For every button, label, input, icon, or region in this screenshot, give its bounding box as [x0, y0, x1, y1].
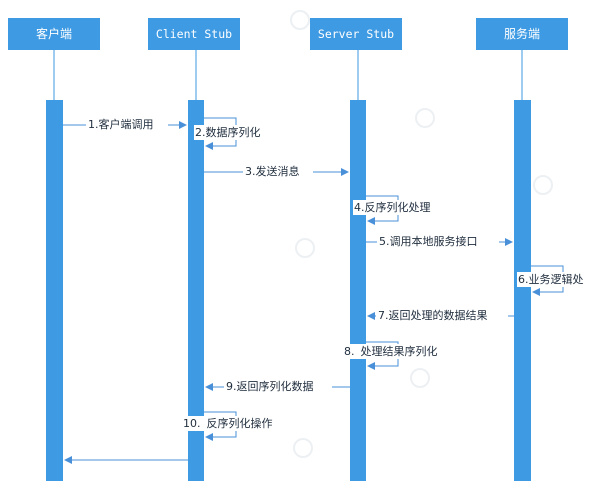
message-10: 10.反序列化操作: [182, 411, 286, 441]
message-1-text: 1.客户端调用: [88, 117, 154, 131]
message-5-text: 5.调用本地服务接口: [379, 234, 478, 248]
message-2-text: 2.数据序列化: [195, 125, 261, 139]
message-8-text: 8.处理结果序列化: [344, 344, 438, 358]
activation-client: [46, 100, 63, 481]
message-4-text: 4.反序列化处理: [354, 200, 431, 214]
message-6-text: 6.业务逻辑处: [518, 272, 584, 286]
participant-server-stub-box: [310, 18, 402, 50]
message-2: 2.数据序列化: [194, 117, 274, 150]
activation-server: [514, 100, 531, 481]
message-9: 9.返回序列化数据: [205, 379, 350, 394]
participant-client-stub: Client Stub: [148, 18, 240, 481]
message-10-text: 10.反序列化操作: [183, 416, 273, 430]
message-6: 6.业务逻辑处: [517, 265, 590, 296]
participant-client-box: [8, 18, 100, 50]
participant-client: 客户端: [8, 18, 100, 481]
message-1: 1.客户端调用: [63, 117, 187, 132]
participant-server-stub: Server Stub: [310, 18, 402, 481]
activation-server-stub: [350, 100, 366, 481]
message-8: 8.处理结果序列化: [342, 341, 454, 370]
message-3: 3.发送消息: [204, 164, 349, 179]
message-3-text: 3.发送消息: [245, 164, 300, 178]
participant-server-stub-label: Server Stub: [318, 27, 394, 41]
participant-server-label: 服务端: [504, 26, 540, 41]
activation-client-stub: [188, 100, 204, 481]
participant-server: 服务端: [476, 18, 568, 481]
watermark-layer: [290, 10, 553, 458]
participant-client-label: 客户端: [36, 26, 72, 41]
participant-client-stub-label: Client Stub: [156, 27, 232, 41]
message-5: 5.调用本地服务接口: [366, 234, 513, 249]
participant-client-stub-box: [148, 18, 240, 50]
participant-server-box: [476, 18, 568, 50]
message-7-text: 7.返回处理的数据结果: [378, 308, 488, 322]
message-7: 7.返回处理的数据结果: [367, 308, 514, 323]
message-4: 4.反序列化处理: [353, 195, 445, 225]
message-9-text: 9.返回序列化数据: [226, 379, 314, 393]
